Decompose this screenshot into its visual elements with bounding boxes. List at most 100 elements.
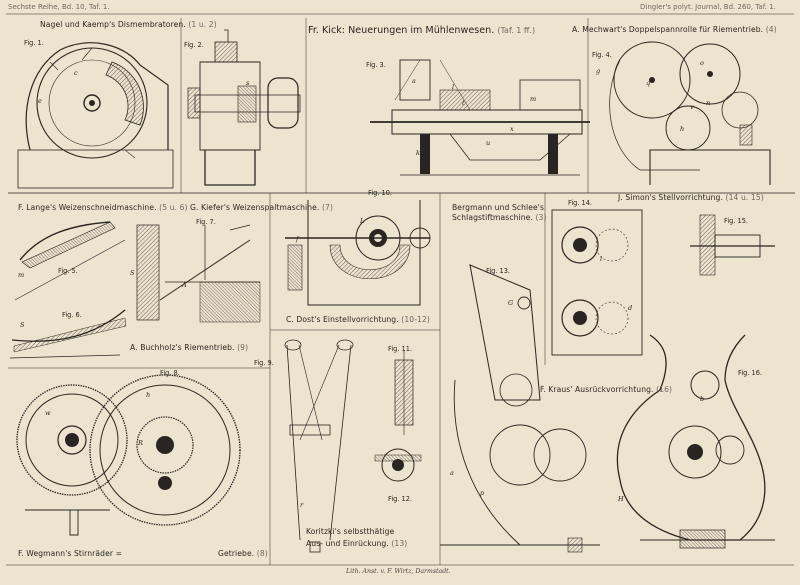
letter-v-fig4: v xyxy=(690,103,694,111)
letter-x-fig3: x xyxy=(510,125,514,133)
title-author: Fr. Kick: xyxy=(308,25,346,36)
letter-n-fig4: n xyxy=(706,99,711,107)
caption-bergmann-ref: (3) xyxy=(535,213,547,222)
caption-koritzki-1: Koritzki's selbstthätige xyxy=(306,527,395,536)
letter-b-fig16: b xyxy=(700,395,705,403)
letter-k-fig3: k xyxy=(416,149,420,157)
caption-koritzki-ref: (13) xyxy=(391,539,408,548)
fig3-schlagstift-drawing xyxy=(370,59,590,176)
caption-bergmann-1: Bergmann und Schlee's xyxy=(452,203,545,212)
letter-R-fig8: R xyxy=(138,439,143,447)
letter-o-fig4: o xyxy=(700,59,704,67)
caption-dost-text: C. Dost's Einstellvorrichtung. xyxy=(286,315,399,324)
letter-f-fig10: f xyxy=(296,235,299,243)
letter-m-fig5: m xyxy=(18,271,25,279)
fig-label-4: Fig. 4. xyxy=(592,51,612,59)
fig-label-2: Fig. 2. xyxy=(184,41,204,49)
letter-m-fig3: m xyxy=(530,95,537,103)
caption-simon-text: J. Simon's Stellvorrichtung. xyxy=(618,193,723,202)
fig5-6-cutter-drawing xyxy=(9,221,127,359)
caption-koritzki-text: Aus- und Einrückung. xyxy=(306,539,389,548)
fig-label-7: Fig. 7. xyxy=(196,218,216,226)
caption-bergmann-text: Schlagstiftmaschine. xyxy=(452,213,533,222)
caption-kiefer-text: G. Kiefer's Weizenspaltmaschine. xyxy=(190,203,320,212)
letter-c-fig1: c xyxy=(74,69,78,77)
fig13-koritzki-drawing xyxy=(440,264,600,553)
caption-nagel-ref: (1 u. 2) xyxy=(188,20,217,29)
section-dividers xyxy=(8,18,795,565)
letter-g-fig4: g xyxy=(596,67,601,75)
caption-simon: J. Simon's Stellvorrichtung. (14 u. 15) xyxy=(618,194,764,202)
caption-lange-ref: (5 u. 6) xyxy=(159,203,188,212)
caption-wegmann-ref: (8) xyxy=(256,549,268,558)
fig-label-12: Fig. 12. xyxy=(388,495,413,503)
letter-a-fig3: a xyxy=(412,77,416,85)
letter-S-fig7: S xyxy=(130,269,135,277)
fig1-dismembrator-drawing xyxy=(17,42,174,189)
letter-d-fig14: d xyxy=(628,304,633,312)
title-main: Neuerungen im Mühlenwesen. xyxy=(348,25,495,36)
caption-kiefer: G. Kiefer's Weizenspaltmaschine. (7) xyxy=(190,204,333,212)
caption-kraus: F. Kraus' Ausrückvorrichtung. (16) xyxy=(540,386,672,394)
caption-buchholz-text: A. Buchholz's Riementrieb. xyxy=(130,343,235,352)
letter-p-fig13: p xyxy=(480,489,485,497)
caption-mechwart: A. Mechwart's Doppelspannrolle für Rieme… xyxy=(572,26,777,34)
header-left: Sechste Reihe, Bd. 10, Taf. 1. xyxy=(8,3,110,11)
fig-label-16: Fig. 16. xyxy=(738,369,763,377)
fig10-einstell-drawing xyxy=(285,200,431,306)
fig-label-5: Fig. 5. xyxy=(58,267,78,275)
imprint: Lith. Anst. v. F. Wirtz, Darmstadt. xyxy=(346,568,451,575)
caption-wegmann-text: Getriebe. xyxy=(218,549,255,558)
letter-s-fig2: s xyxy=(246,79,250,87)
fig-label-15: Fig. 15. xyxy=(724,217,749,225)
fig4-pulley-drawing xyxy=(609,41,771,185)
caption-kraus-text: F. Kraus' Ausrückvorrichtung. xyxy=(540,385,654,394)
fig-label-9: Fig. 9. xyxy=(254,359,274,367)
caption-lange-text: F. Lange's Weizenschneidmaschine. xyxy=(18,203,157,212)
letter-z-fig3: z xyxy=(554,167,558,175)
letter-w-fig8: w xyxy=(45,409,51,417)
letter-u-fig3: u xyxy=(486,139,491,147)
letter-S-fig6: S xyxy=(20,321,25,329)
fig9-belt-drawing xyxy=(284,339,354,553)
caption-wegmann-2: Getriebe. (8) xyxy=(218,550,268,558)
caption-dost-ref: (10-12) xyxy=(401,315,430,324)
fig11-12-drawing xyxy=(374,350,422,482)
title-ref: (Taf. 1 ff.) xyxy=(497,26,536,35)
fig14-simon-drawing xyxy=(551,209,775,356)
caption-kiefer-ref: (7) xyxy=(321,203,334,212)
caption-bergmann-2: Schlagstiftmaschine. (3) xyxy=(452,214,547,222)
caption-buchholz: A. Buchholz's Riementrieb. (9) xyxy=(130,344,248,352)
caption-lange: F. Lange's Weizenschneidmaschine. (5 u. … xyxy=(18,204,188,212)
fig-label-6: Fig. 6. xyxy=(62,311,82,319)
letter-H-fig16: H xyxy=(618,495,624,503)
fig7-spalt-drawing xyxy=(136,224,261,323)
letter-h-fig4: h xyxy=(680,125,685,133)
letter-q-fig4: q xyxy=(646,79,651,87)
fig-label-14: Fig. 14. xyxy=(568,199,593,207)
caption-mechwart-ref: (4) xyxy=(765,25,777,34)
caption-kraus-ref: (16) xyxy=(656,385,673,394)
letter-G-fig13: G xyxy=(508,299,514,307)
letter-i-fig14: i xyxy=(600,255,603,263)
letter-L-fig10: L xyxy=(360,217,365,225)
caption-simon-ref: (14 u. 15) xyxy=(725,193,764,202)
fig16-kraus-drawing xyxy=(616,334,775,549)
caption-nagel: Nagel und Kaemp's Dismembratoren. (1 u. … xyxy=(40,21,217,29)
caption-wegmann-1: F. Wegmann's Stirnräder = xyxy=(18,549,123,558)
letter-e-fig1: e xyxy=(38,97,42,105)
letter-a-fig13: a xyxy=(450,469,454,477)
fig8-gears-drawing xyxy=(16,374,241,536)
caption-dost: C. Dost's Einstellvorrichtung. (10-12) xyxy=(286,316,430,324)
letter-l-fig3: l xyxy=(452,83,455,91)
fig-label-1: Fig. 1. xyxy=(24,39,44,47)
fig2-section-drawing xyxy=(187,29,301,186)
fig-label-3: Fig. 3. xyxy=(366,61,386,69)
fig-label-8: Fig. 8. xyxy=(160,369,180,377)
letter-r-fig9: r xyxy=(300,501,304,509)
fig-label-10: Fig. 10. xyxy=(368,189,393,197)
fig-label-11: Fig. 11. xyxy=(388,345,413,353)
letter-A-fig7: A xyxy=(182,281,187,289)
